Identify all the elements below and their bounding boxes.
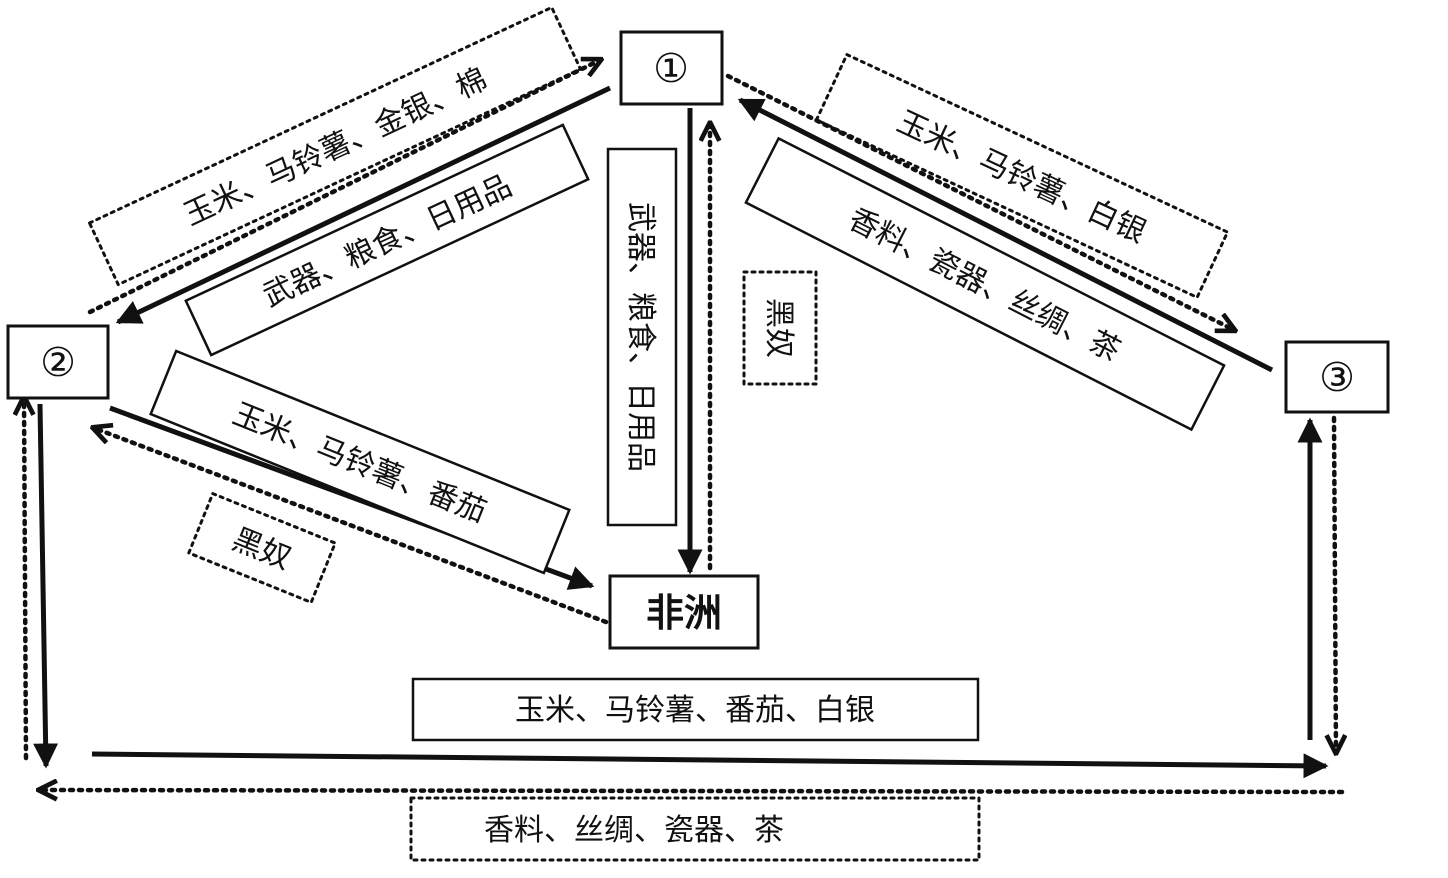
label-n3-to-n2: 香料、丝绸、瓷器、茶 xyxy=(409,796,981,862)
label-n2-to-africa: 玉米、马铃薯、番茄 xyxy=(149,349,571,575)
label-africa-to-n2-text: 黑奴 xyxy=(227,522,296,577)
label-n3-to-n1: 香料、瓷器、丝绸、茶 xyxy=(744,136,1226,432)
flow-africa-to-n2 xyxy=(94,428,609,625)
flow-n3-down xyxy=(1334,415,1336,752)
node-3-label: ③ xyxy=(1319,355,1355,401)
node-2-label: ② xyxy=(40,340,76,386)
label-n1-to-n2-text: 武器、粮食、日用品 xyxy=(258,168,517,314)
flow-n1-to-n2 xyxy=(115,85,612,325)
node-1-label: ① xyxy=(653,46,689,92)
flow-n2-to-n1 xyxy=(87,60,600,315)
flow-n2-down xyxy=(33,403,59,769)
label-n1-to-africa-text: 武器、粮食、日用品 xyxy=(623,202,658,472)
node-3: ③ xyxy=(1284,340,1390,414)
node-africa: 非洲 xyxy=(608,574,760,650)
node-2: ② xyxy=(6,324,110,400)
flow-n1-to-n3 xyxy=(725,73,1234,330)
label-africa-to-n1-text: 黑奴 xyxy=(761,298,796,358)
label-n2-to-n3: 玉米、马铃薯、番茄、白银 xyxy=(411,677,980,742)
label-n1-to-africa: 武器、粮食、日用品 xyxy=(606,147,678,527)
flow-up-to-n2 xyxy=(24,398,26,761)
node-1: ① xyxy=(619,30,724,106)
flow-n3-to-n1 xyxy=(737,97,1274,373)
flow-n2-to-n3 xyxy=(91,751,1329,779)
node-africa-label: 非洲 xyxy=(646,591,722,635)
label-n2-to-n3-text: 玉米、马铃薯、番茄、白银 xyxy=(515,693,875,728)
label-africa-to-n1: 黑奴 xyxy=(742,270,818,386)
label-n3-to-n2-text: 香料、丝绸、瓷器、茶 xyxy=(484,813,784,848)
flow-n3-to-n2 xyxy=(40,790,1345,792)
